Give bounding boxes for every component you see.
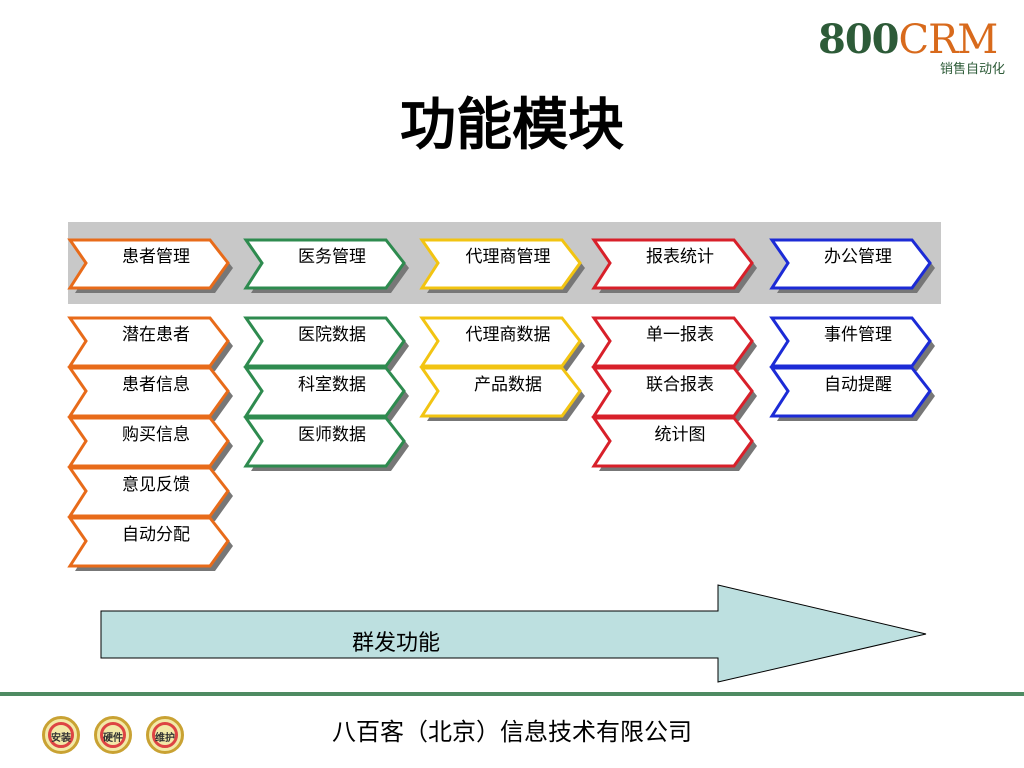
module-item-label: 事件管理 [824, 325, 892, 345]
module-item-label: 统计图 [654, 425, 706, 445]
module-item-label: 医师数据 [298, 425, 366, 445]
module-header-chevron [769, 238, 935, 293]
module-header-chevron [591, 238, 757, 293]
badge-hardware-icon: 硬件 [94, 716, 132, 754]
module-item-chevron [769, 366, 935, 421]
module-header-label: 办公管理 [824, 247, 892, 267]
chevron-shape [591, 366, 754, 418]
module-item-chevron [67, 416, 233, 471]
chevron-shape [591, 238, 754, 290]
module-header-label: 医务管理 [298, 247, 366, 267]
module-header-chevron [67, 238, 233, 293]
chevron-shape [67, 366, 230, 418]
module-header-label: 患者管理 [122, 247, 190, 267]
module-item-label: 购买信息 [122, 425, 190, 445]
chevron-shape [243, 416, 406, 468]
module-header-label: 报表统计 [646, 247, 714, 267]
chevron-shape [419, 316, 582, 368]
module-item-label: 产品数据 [474, 375, 542, 395]
module-item-chevron [67, 466, 233, 521]
prohibited-ring-icon [100, 722, 126, 748]
logo-tagline: 销售自动化 [940, 62, 1006, 77]
module-item-chevron [243, 366, 409, 421]
chevron-shape [591, 416, 754, 468]
chevron-shape [243, 366, 406, 418]
company-name: 八百客（北京）信息技术有限公司 [332, 718, 692, 746]
module-item-label: 自动提醒 [824, 375, 892, 395]
module-item-label: 意见反馈 [122, 475, 190, 495]
broadcast-label: 群发功能 [352, 631, 441, 656]
module-item-chevron [243, 316, 409, 371]
chevron-shape [769, 316, 932, 368]
chevron-shape [67, 466, 230, 518]
badge-install-icon: 安装 [42, 716, 80, 754]
module-item-chevron [243, 416, 409, 471]
module-item-label: 联合报表 [646, 375, 714, 395]
module-item-chevron [67, 516, 233, 571]
prohibited-ring-icon [48, 722, 74, 748]
chevron-shape [67, 316, 230, 368]
chevron-shape [591, 316, 754, 368]
module-item-chevron [591, 416, 757, 471]
module-item-chevron [419, 366, 585, 421]
footer-divider [0, 692, 1024, 696]
chevron-shape [419, 238, 582, 290]
logo-wordmark: 800CRM [818, 16, 998, 63]
module-item-chevron [419, 316, 585, 371]
module-header-label: 代理商管理 [465, 247, 551, 267]
chevron-shape [243, 316, 406, 368]
module-item-chevron [769, 316, 935, 371]
module-item-label: 潜在患者 [122, 325, 190, 345]
module-item-label: 患者信息 [122, 375, 190, 395]
prohibited-ring-icon [152, 722, 178, 748]
page-title: 功能模块 [400, 92, 624, 158]
module-item-label: 医院数据 [298, 325, 366, 345]
chevron-shape [67, 416, 230, 468]
chevron-shape [67, 238, 230, 290]
module-item-chevron [591, 316, 757, 371]
module-item-label: 代理商数据 [465, 325, 551, 345]
module-item-chevron [591, 366, 757, 421]
chevron-shape [769, 238, 932, 290]
module-item-label: 单一报表 [646, 325, 714, 345]
chevron-shape [67, 516, 230, 568]
module-item-chevron [67, 366, 233, 421]
chevron-shape [243, 238, 406, 290]
broadcast-arrow [100, 584, 927, 683]
module-header-chevron [243, 238, 409, 293]
module-item-chevron [67, 316, 233, 371]
module-item-label: 科室数据 [298, 375, 366, 395]
chevron-shape [769, 366, 932, 418]
module-item-label: 自动分配 [122, 525, 190, 545]
module-header-chevron [419, 238, 585, 293]
badge-maintenance-icon: 维护 [146, 716, 184, 754]
chevron-shape [419, 366, 582, 418]
